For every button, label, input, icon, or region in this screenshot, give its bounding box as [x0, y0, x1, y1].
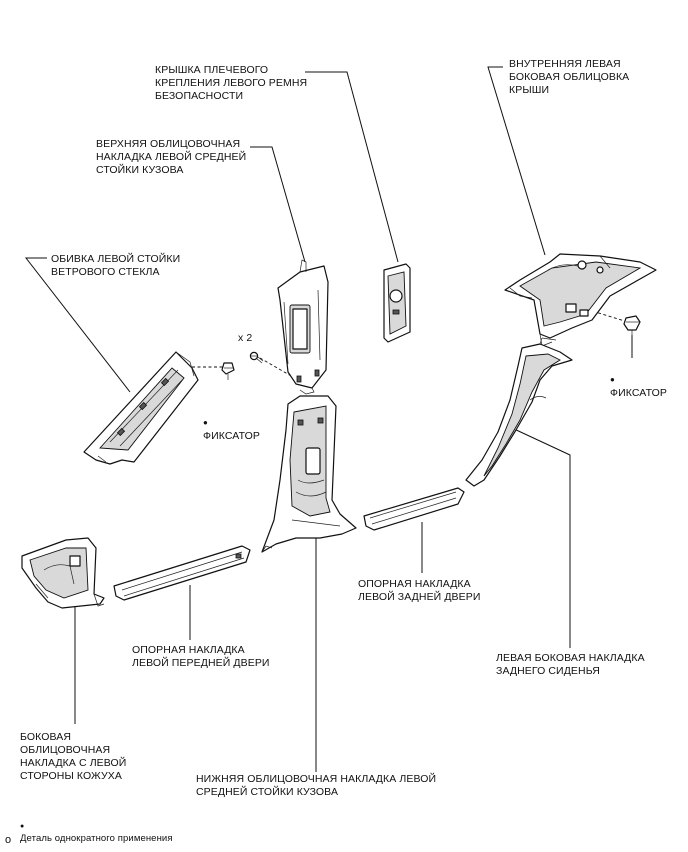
rear-door-scuff-part [363, 487, 465, 531]
leader-shoulder-belt-cover [305, 71, 399, 263]
front-pillar-garnish-part [83, 351, 199, 465]
lower-pillar-garnish-part [261, 395, 357, 553]
label-rear-seat-garnish: ЛЕВАЯ БОКОВАЯ НАКЛАДКА ЗАДНЕГО СИДЕНЬЯ [496, 652, 645, 677]
label-cowl-side-trim: БОКОВАЯ ОБЛИЦОВОЧНАЯ НАКЛАДКА С ЛЕВОЙ СТ… [20, 731, 127, 782]
bullet-icon: ● [20, 823, 25, 830]
shoulder-belt-cover-part [383, 263, 411, 343]
bullet-icon: ● [203, 418, 208, 427]
clip-right-text: ФИКСАТОР [610, 387, 667, 399]
leader-upper-pillar-garnish [250, 146, 306, 263]
label-front-pillar-garnish: ОБИВКА ЛЕВОЙ СТОЙКИ ВЕТРОВОГО СТЕКЛА [51, 253, 181, 278]
leader-rear-seat-garnish [511, 427, 571, 648]
clip-right-part [623, 315, 641, 336]
corner-mark: o [5, 834, 12, 846]
label-clip-right: ● ФИКСАТОР [610, 360, 667, 400]
label-front-door-scuff: ОПОРНАЯ НАКЛАДКА ЛЕВОЙ ПЕРЕДНЕЙ ДВЕРИ [132, 644, 270, 669]
clip-left-part [221, 362, 235, 380]
roof-side-garnish-part [504, 253, 657, 347]
clip-left-text: ФИКСАТОР [203, 430, 260, 442]
label-upper-pillar-garnish: ВЕРХНЯЯ ОБЛИЦОВОЧНАЯ НАКЛАДКА ЛЕВОЙ СРЕД… [96, 138, 247, 176]
legend: ● Деталь однократного применения [20, 809, 173, 845]
label-shoulder-belt-cover: КРЫШКА ПЛЕЧЕВОГО КРЕПЛЕНИЯ ЛЕВОГО РЕМНЯ … [155, 64, 308, 102]
label-roof-side-garnish: ВНУТРЕННЯЯ ЛЕВАЯ БОКОВАЯ ОБЛИЦОВКА КРЫШИ [509, 58, 630, 96]
label-clip-left: ● ФИКСАТОР [203, 403, 260, 443]
upper-pillar-garnish-part [277, 259, 329, 395]
label-quantity: x 2 [238, 332, 253, 344]
leader-lines [24, 66, 633, 772]
cowl-side-trim-part [21, 537, 105, 609]
label-lower-pillar-garnish: НИЖНЯЯ ОБЛИЦОВОЧНАЯ НАКЛАДКА ЛЕВОЙ СРЕДН… [196, 773, 437, 798]
bullet-icon: ● [610, 375, 615, 384]
front-door-scuff-part [113, 545, 251, 601]
label-rear-door-scuff: ОПОРНАЯ НАКЛАДКА ЛЕВОЙ ЗАДНЕЙ ДВЕРИ [358, 578, 481, 603]
legend-text: Деталь однократного применения [20, 833, 173, 844]
leader-roof-side-garnish [487, 66, 546, 256]
rear-seat-garnish-part [465, 337, 573, 487]
screw-part [249, 351, 264, 364]
leader-front-pillar-garnish [24, 257, 131, 393]
